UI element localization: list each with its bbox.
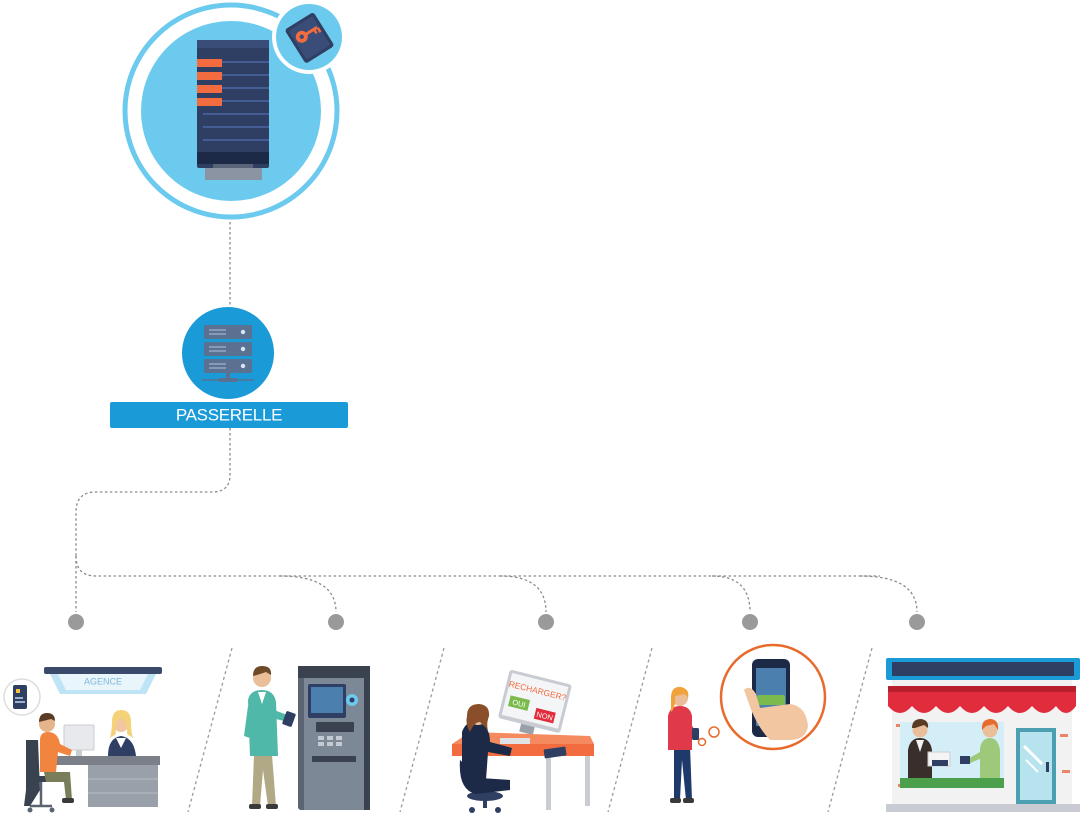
yes-button	[508, 695, 531, 711]
gateway-server-icon	[202, 325, 254, 382]
id-card-bubble	[3, 678, 41, 716]
node-atm	[328, 614, 344, 630]
atm-customer-figure	[244, 666, 296, 809]
store-customer-figure	[960, 719, 1000, 778]
key-card-icon	[285, 13, 334, 63]
separator	[827, 647, 873, 813]
store-door	[1016, 728, 1056, 804]
separator	[187, 647, 233, 813]
channel-web-recharge: RECHARGER? OUI NON	[452, 669, 594, 813]
key-card-badge	[272, 0, 346, 74]
connector-store	[859, 575, 918, 613]
no-label: NON	[535, 710, 553, 723]
mobile-user-figure	[668, 686, 699, 803]
bank-clerk-figure	[108, 710, 136, 756]
no-button	[533, 707, 556, 724]
server-rack-icon	[197, 40, 269, 180]
monitor: RECHARGER? OUI NON	[498, 669, 572, 735]
agency-sign: AGENCE	[44, 667, 162, 694]
agency-desk	[56, 724, 160, 807]
separator	[607, 647, 653, 813]
central-host	[122, 0, 346, 220]
connector-gateway-to-bus	[75, 428, 231, 556]
thought-bubbles	[697, 726, 720, 747]
node-mobile	[742, 614, 758, 630]
channel-atm	[244, 666, 370, 810]
phone-bubble	[719, 643, 827, 751]
store-base	[886, 804, 1080, 812]
connector-nodes	[68, 614, 925, 630]
gateway-label-bar	[110, 402, 348, 428]
connectors	[75, 222, 918, 613]
connector-mobile	[711, 575, 751, 613]
node-store	[909, 614, 925, 630]
shopkeeper-figure	[908, 719, 951, 778]
customer-figure	[24, 713, 74, 813]
agency-sign-label: AGENCE	[84, 677, 122, 687]
connector-bus	[75, 555, 880, 577]
store-awning-icon	[888, 686, 1076, 713]
node-agency	[68, 614, 84, 630]
node-web	[538, 614, 554, 630]
channel-mobile	[668, 643, 827, 803]
gateway-label: PASSERELLE	[176, 406, 282, 425]
web-user-figure	[459, 704, 512, 813]
yes-label: OUI	[511, 698, 526, 710]
channel-agency: AGENCE	[3, 667, 162, 813]
channel-separators	[187, 647, 873, 813]
gateway: PASSERELLE	[110, 307, 348, 428]
store-sign	[886, 658, 1080, 680]
connector-web	[499, 575, 547, 613]
channel-store	[886, 658, 1080, 812]
hand	[744, 687, 808, 740]
connector-atm	[279, 575, 337, 613]
atm-machine-icon	[298, 666, 370, 810]
separator	[399, 647, 445, 813]
